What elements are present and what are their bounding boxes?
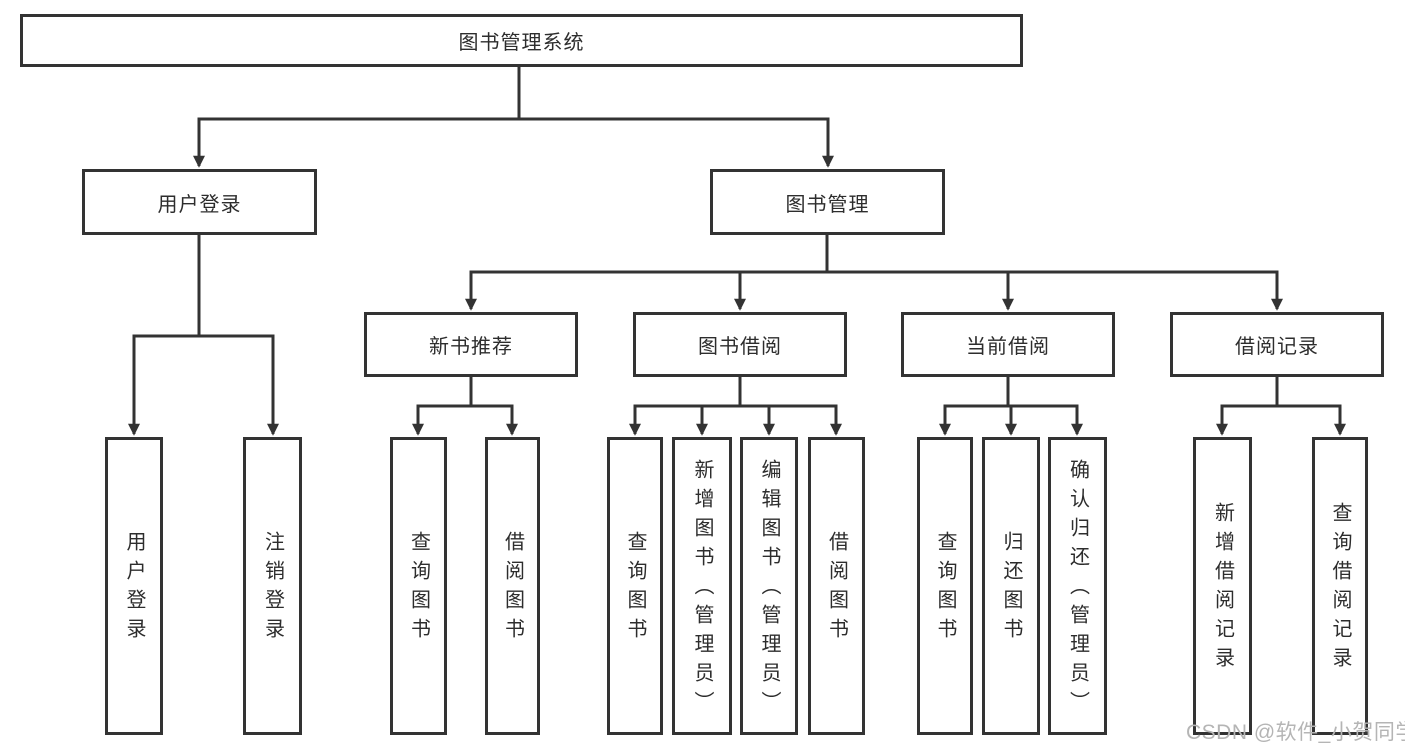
leaf-borrow-books: 借阅图书 <box>808 437 865 735</box>
node-root-system: 图书管理系统 <box>20 14 1023 67</box>
node-book-management: 图书管理 <box>710 169 945 235</box>
watermark: CSDN @软件_小贺同学 <box>1186 721 1405 744</box>
leaf-query-borrow-record: 查询借阅记录 <box>1312 437 1368 735</box>
node-current-borrowing: 当前借阅 <box>901 312 1115 377</box>
leaf-return-book: 归还图书 <box>982 437 1040 735</box>
leaf-borrow-books-recommend: 借阅图书 <box>485 437 540 735</box>
leaf-query-books-current: 查询图书 <box>917 437 973 735</box>
leaf-edit-book-admin: 编辑图书（管理员） <box>740 437 798 735</box>
leaf-user-login: 用户登录 <box>105 437 163 735</box>
leaf-query-books-recommend: 查询图书 <box>390 437 447 735</box>
leaf-logout: 注销登录 <box>243 437 302 735</box>
node-book-borrowing: 图书借阅 <box>633 312 847 377</box>
node-user-login: 用户登录 <box>82 169 317 235</box>
leaf-add-book-admin: 新增图书（管理员） <box>672 437 732 735</box>
leaf-add-borrow-record: 新增借阅记录 <box>1193 437 1252 735</box>
node-borrowing-records: 借阅记录 <box>1170 312 1384 377</box>
node-new-book-recommendation: 新书推荐 <box>364 312 578 377</box>
leaf-query-books-borrow: 查询图书 <box>607 437 663 735</box>
leaf-confirm-return-admin: 确认归还（管理员） <box>1048 437 1107 735</box>
